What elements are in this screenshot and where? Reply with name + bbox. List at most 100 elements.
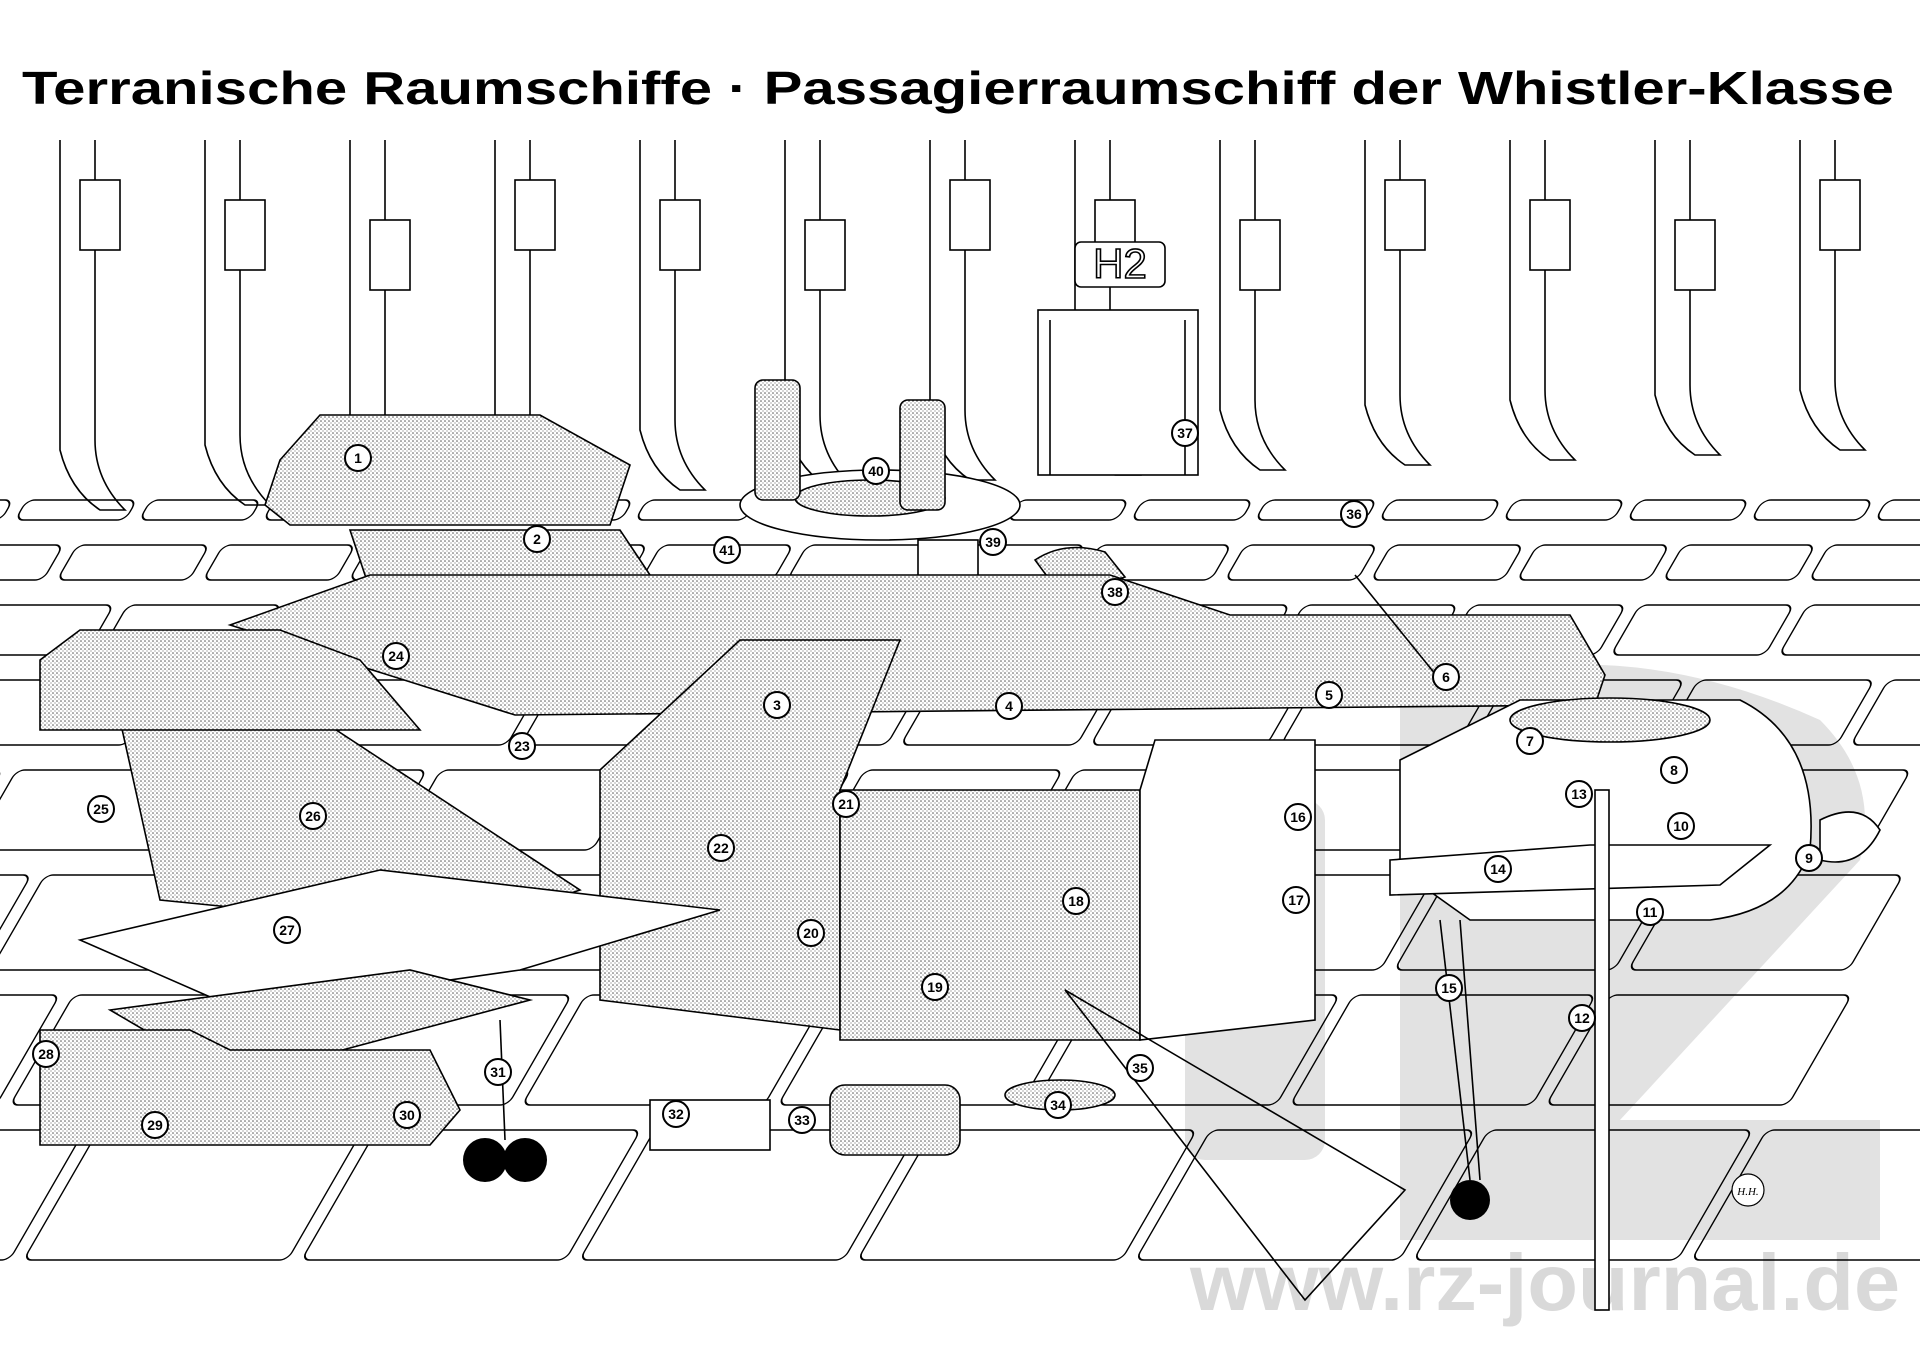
floor-tile — [637, 499, 755, 521]
callout-label: 24 — [388, 648, 404, 664]
callout-10: 10 — [1667, 812, 1695, 840]
callout-label: 36 — [1346, 506, 1362, 522]
floor-tile — [1694, 1129, 1920, 1261]
callout-label: 2 — [533, 531, 541, 547]
callout-label: 15 — [1441, 980, 1457, 996]
callout-label: 4 — [1005, 698, 1013, 714]
page-title: Terranische Raumschiffe · Passagierraums… — [22, 62, 1894, 114]
floor-tile — [1505, 499, 1623, 521]
callout-37: 37 — [1171, 419, 1199, 447]
callout-label: 21 — [838, 796, 854, 812]
callout-label: 40 — [868, 463, 884, 479]
floor-tile — [0, 769, 1, 851]
callout-label: 8 — [1670, 762, 1678, 778]
callout-label: 5 — [1325, 687, 1333, 703]
callout-3: 3 — [763, 691, 791, 719]
callout-30: 30 — [393, 1101, 421, 1129]
callout-label: 16 — [1290, 809, 1306, 825]
callout-label: 1 — [354, 450, 362, 466]
callout-29: 29 — [141, 1111, 169, 1139]
callout-39: 39 — [979, 528, 1007, 556]
callout-20: 20 — [797, 919, 825, 947]
callout-label: 18 — [1068, 893, 1084, 909]
callout-label: 30 — [399, 1107, 415, 1123]
floor-tile — [0, 1129, 83, 1261]
floor-tile — [1753, 499, 1871, 521]
callout-26: 26 — [299, 802, 327, 830]
callout-8: 8 — [1660, 756, 1688, 784]
callout-9: 9 — [1795, 844, 1823, 872]
floor-tile — [304, 1129, 639, 1261]
spaceship — [39, 414, 1881, 1311]
callout-25: 25 — [87, 795, 115, 823]
floor-tile — [1853, 679, 1920, 746]
callout-21: 21 — [832, 790, 860, 818]
svg-text:H.H.: H.H. — [1736, 1186, 1758, 1198]
callout-label: 17 — [1288, 892, 1304, 908]
callout-label: 23 — [514, 738, 530, 754]
wall-pillar — [639, 140, 707, 491]
floor-tile — [1133, 499, 1251, 521]
callout-label: 28 — [38, 1046, 54, 1062]
floor-tile — [582, 1129, 917, 1261]
callout-label: 41 — [719, 542, 735, 558]
callout-label: 13 — [1571, 786, 1587, 802]
wall-panel — [514, 179, 556, 251]
callout-35: 35 — [1126, 1054, 1154, 1082]
callout-5: 5 — [1315, 681, 1343, 709]
floor-tile — [1257, 499, 1375, 521]
callout-40: 40 — [862, 457, 890, 485]
floor-tile — [1629, 499, 1747, 521]
wall-panel — [79, 179, 121, 251]
hangar-sign: H2 — [1093, 240, 1147, 287]
wall-panel — [949, 179, 991, 251]
wall-pillar — [204, 140, 272, 506]
wall-pillar — [1509, 140, 1577, 461]
wall-panel — [1384, 179, 1426, 251]
callout-label: 12 — [1574, 1010, 1590, 1026]
callout-label: 10 — [1673, 818, 1689, 834]
callout-4: 4 — [995, 692, 1023, 720]
callout-label: 27 — [279, 922, 295, 938]
floor-tile — [0, 499, 11, 521]
floor-tile — [0, 874, 29, 971]
floor-tile — [141, 499, 259, 521]
floor-tile — [1381, 499, 1499, 521]
callout-label: 31 — [490, 1064, 506, 1080]
floor-tile — [1373, 544, 1521, 581]
wall-pillar — [59, 140, 127, 511]
floor-tile — [0, 544, 61, 581]
callout-16: 16 — [1284, 803, 1312, 831]
callout-12: 12 — [1568, 1004, 1596, 1032]
wall-panel — [369, 219, 411, 291]
callout-38: 38 — [1101, 578, 1129, 606]
floor-tile — [1613, 604, 1792, 656]
callout-14: 14 — [1484, 855, 1512, 883]
floor-tile — [17, 499, 135, 521]
floor-tile — [1292, 994, 1594, 1106]
floor-tile — [1665, 544, 1813, 581]
floor-tile — [1519, 544, 1667, 581]
callout-27: 27 — [273, 916, 301, 944]
callout-31: 31 — [484, 1058, 512, 1086]
callout-28: 28 — [32, 1040, 60, 1068]
floor-tile — [1781, 604, 1920, 656]
wall-panel — [1819, 179, 1861, 251]
callout-label: 26 — [305, 808, 321, 824]
callout-36: 36 — [1340, 500, 1368, 528]
wall-panel — [224, 199, 266, 271]
wall-pillar — [1654, 140, 1722, 456]
callout-6: 6 — [1432, 663, 1460, 691]
watermark-text: www.rz-journal.de — [1189, 1238, 1900, 1327]
wall-panel — [659, 199, 701, 271]
callout-41: 41 — [713, 536, 741, 564]
callout-7: 7 — [1516, 727, 1544, 755]
callout-label: 7 — [1526, 733, 1534, 749]
callout-33: 33 — [788, 1106, 816, 1134]
callout-label: 22 — [713, 840, 729, 856]
floor-tile — [26, 1129, 361, 1261]
wall-panel — [1674, 219, 1716, 291]
wall-panel — [1239, 219, 1281, 291]
